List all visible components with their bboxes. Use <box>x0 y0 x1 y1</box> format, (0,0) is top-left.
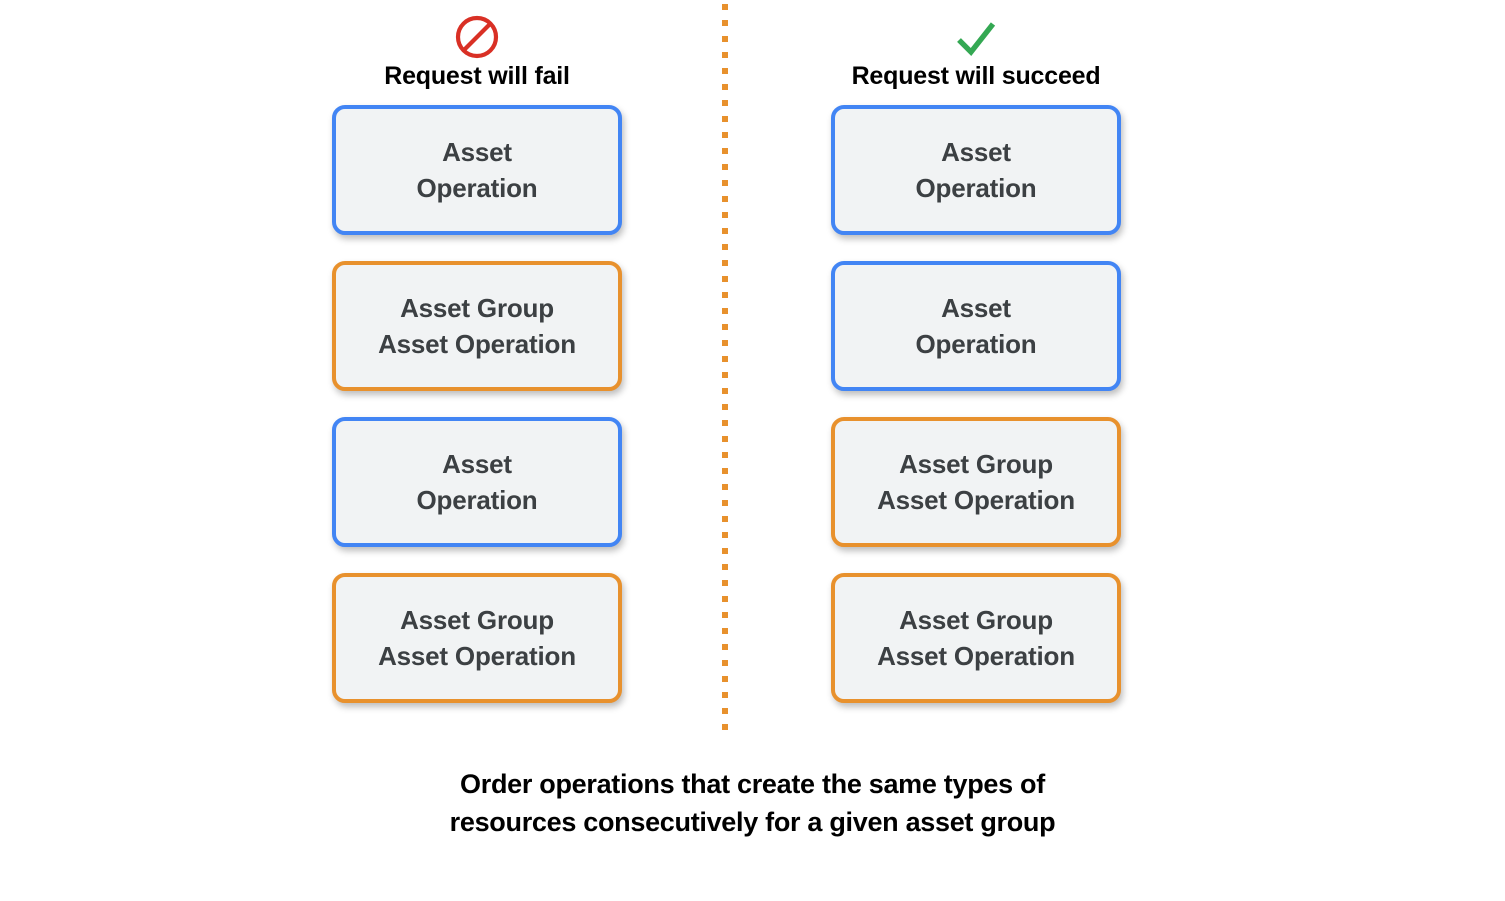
column-title-fail: Request will fail <box>384 62 570 90</box>
card-list-fail: Asset Operation Asset Group Asset Operat… <box>332 105 622 703</box>
card-asset-group-asset-operation[interactable]: Asset Group Asset Operation <box>831 573 1121 703</box>
diagram-caption: Order operations that create the same ty… <box>449 769 1056 837</box>
card-label: Asset Operation <box>915 293 1037 359</box>
card-asset-operation[interactable]: Asset Operation <box>332 417 622 547</box>
column-divider <box>722 4 728 736</box>
card-list-succeed: Asset Operation Asset Operation Asset Gr… <box>831 105 1121 703</box>
card-asset-operation[interactable]: Asset Operation <box>831 105 1121 235</box>
column-title-succeed: Request will succeed <box>851 62 1101 90</box>
card-label: Asset Group Asset Operation <box>378 293 576 359</box>
card-label: Asset Group Asset Operation <box>378 605 576 671</box>
check-icon <box>953 14 999 60</box>
card-label: Asset Group Asset Operation <box>877 605 1075 671</box>
column-request-will-succeed: Request will succeed Asset Operation Ass… <box>831 0 1121 703</box>
card-asset-group-asset-operation[interactable]: Asset Group Asset Operation <box>831 417 1121 547</box>
card-asset-group-asset-operation[interactable]: Asset Group Asset Operation <box>332 261 622 391</box>
card-label: Asset Operation <box>416 137 538 203</box>
prohibition-icon <box>454 14 500 60</box>
column-header-succeed: Request will succeed <box>831 0 1121 105</box>
card-asset-operation[interactable]: Asset Operation <box>831 261 1121 391</box>
card-asset-group-asset-operation[interactable]: Asset Group Asset Operation <box>332 573 622 703</box>
column-header-fail: Request will fail <box>332 0 622 105</box>
card-asset-operation[interactable]: Asset Operation <box>332 105 622 235</box>
card-label: Asset Operation <box>915 137 1037 203</box>
column-request-will-fail: Request will fail Asset Operation Asset … <box>332 0 622 703</box>
card-label: Asset Operation <box>416 449 538 515</box>
card-label: Asset Group Asset Operation <box>877 449 1075 515</box>
